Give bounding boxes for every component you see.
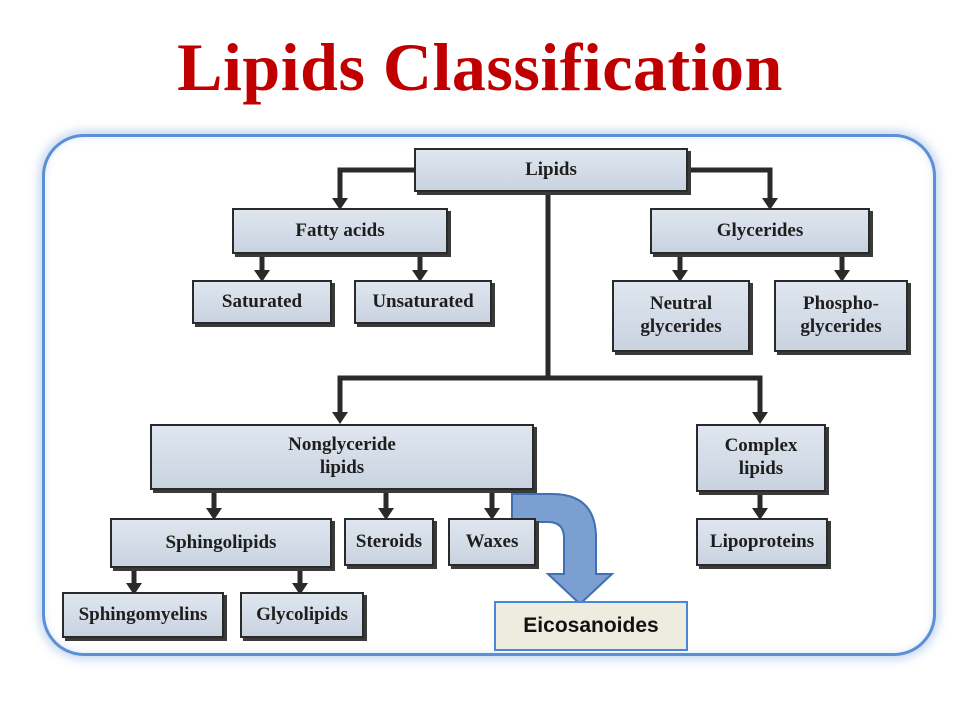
node-neutral-glycerides: Neutral glycerides (612, 280, 750, 352)
node-eicosanoides: Eicosanoides (494, 601, 688, 651)
node-saturated: Saturated (192, 280, 332, 324)
connector-lipids-fatty-acids (337, 167, 417, 203)
slide-title: Lipids Classification (177, 29, 783, 105)
connector-trunk-nonglyceride (337, 375, 551, 417)
node-nonglyceride-lipids: Nonglyceride lipids (150, 424, 534, 490)
node-fatty-acids: Fatty acids (232, 208, 448, 254)
node-waxes: Waxes (448, 518, 536, 566)
connector-lipids-glycerides (685, 167, 773, 203)
node-glycerides: Glycerides (650, 208, 870, 254)
node-unsaturated: Unsaturated (354, 280, 492, 324)
node-complex-lipids: Complex lipids (696, 424, 826, 492)
node-phosphoglycerides: Phospho- glycerides (774, 280, 908, 352)
connector-trunk-complex (545, 375, 763, 417)
node-steroids: Steroids (344, 518, 434, 566)
node-glycolipids: Glycolipids (240, 592, 364, 638)
node-lipoproteins: Lipoproteins (696, 518, 828, 566)
node-sphingolipids: Sphingolipids (110, 518, 332, 568)
node-sphingomyelins: Sphingomyelins (62, 592, 224, 638)
node-lipids: Lipids (414, 148, 688, 192)
